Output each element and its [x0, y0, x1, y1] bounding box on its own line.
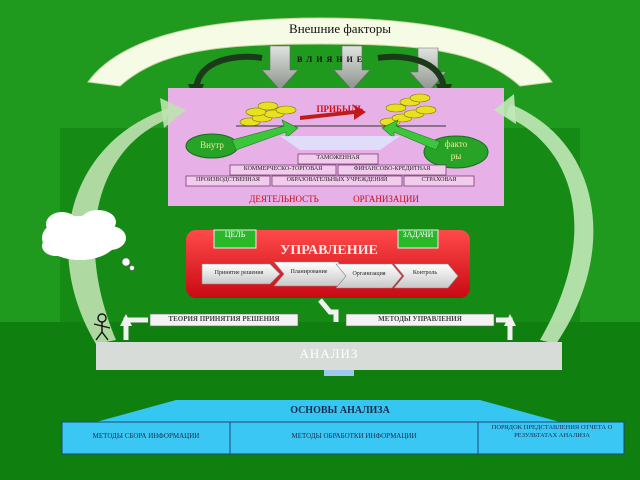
activity-pyramid [185, 153, 475, 187]
goal-badge: ЦЕЛЬ [224, 230, 246, 239]
right-bent-arrow [377, 53, 447, 93]
activity-caption-right: ОРГАНИЗАЦИИ [353, 194, 419, 204]
right-feedback-arrow [506, 104, 594, 344]
tasks-badge: ЗАДАЧИ [402, 230, 434, 239]
influence-arrows [261, 45, 447, 93]
foundation-item-processing: МЕТОДЫ ОБРАБОТКИ ИНФОРМАЦИИ [291, 432, 417, 440]
insurance-label: СТРАХОВАЯ [421, 177, 457, 183]
production-label: ПРОИЗВОДСТВЕННАЯ [196, 177, 260, 183]
influence-label: В Л И Я Н И Е [296, 55, 364, 64]
external-factors-label: факто ры [444, 139, 468, 161]
external-factors-title: Внешние факторы [289, 21, 391, 36]
thinking-person-icon [93, 313, 111, 341]
left-bent-arrow [193, 53, 263, 93]
profit-arrow [300, 104, 366, 120]
external-factors-ellipse [423, 135, 489, 169]
customs-label: ТАМОЖЕННАЯ [316, 155, 360, 161]
analysis-label: АНАЛИЗ [299, 346, 359, 361]
profit-label: ПРИБЫЛЬ [316, 104, 364, 114]
left-feedback-arrow [68, 108, 170, 344]
external-arch [87, 17, 553, 87]
commercial-label: КОММЕРЧЕСКО-ТОРГОВАЯ [243, 166, 323, 172]
foundation-item-collection: МЕТОДЫ СБОРА ИНФОРМАЦИИ [92, 432, 200, 440]
analysis-bar [96, 342, 562, 370]
methods-mgmt-label: МЕТОДЫ УПРАВЛЕНИЯ [378, 315, 462, 323]
down-arrow-2 [333, 45, 371, 91]
foundation-top [96, 400, 560, 422]
finance-label: ФИНАНСОВО-КРЕДИТНАЯ [353, 166, 431, 172]
foundation-panel [61, 421, 625, 455]
foundations-title: ОСНОВЫ АНАЛИЗА [290, 405, 390, 416]
activity-caption-left: ДЕЯТЕЛЬНОСТЬ [249, 194, 319, 204]
step-planning: Планирование [290, 269, 328, 275]
foundation-item-report: ПОРЯДОК ПРЕДСТАВЛЕНИЯ ОТЧЕТА О РЕЗУЛЬТАТ… [491, 424, 613, 439]
theory-label: ТЕОРИЯ ПРИНЯТИЯ РЕШЕНИЯ [168, 315, 280, 323]
thought-cloud [42, 210, 135, 271]
profit-stacks [239, 93, 437, 127]
step-decision: Принятие решения [214, 270, 264, 276]
management-title: УПРАВЛЕНИЕ [280, 243, 378, 258]
step-organization: Организация [352, 271, 386, 277]
education-label: ОБРАЗОВАТЕЛЬНЫХ УЧРЕЖДЕНИЙ [286, 177, 388, 183]
down-arrow-1 [261, 45, 299, 91]
methods-connector [318, 298, 339, 322]
step-control: Контроль [412, 270, 438, 276]
internal-factors-label: Внутр [200, 140, 224, 150]
management-steps [201, 261, 459, 289]
